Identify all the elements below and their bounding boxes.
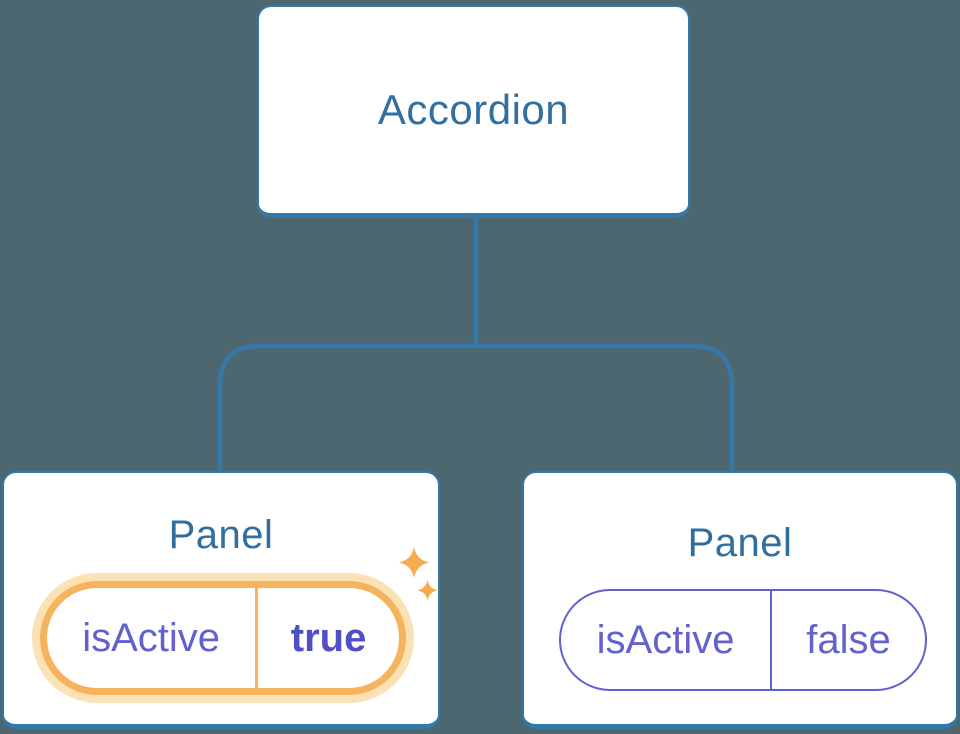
panel-node-label: Panel [687, 521, 793, 565]
state-name: isActive [47, 588, 259, 688]
accordion-node-label: Accordion [377, 86, 570, 133]
state-name: isActive [561, 591, 773, 689]
state-value: false [806, 617, 891, 662]
panel-component-node-active: Panel isActive true [2, 471, 440, 729]
state-pill-inactive: isActive false [559, 589, 927, 691]
accordion-component-node: Accordion [257, 5, 690, 218]
sparkle-icon [398, 547, 438, 601]
state-value: true [290, 615, 367, 660]
panel-node-label: Panel [168, 513, 274, 557]
panel-component-node-inactive: Panel isActive false [522, 471, 958, 729]
state-pill-active: isActive true [40, 581, 406, 695]
